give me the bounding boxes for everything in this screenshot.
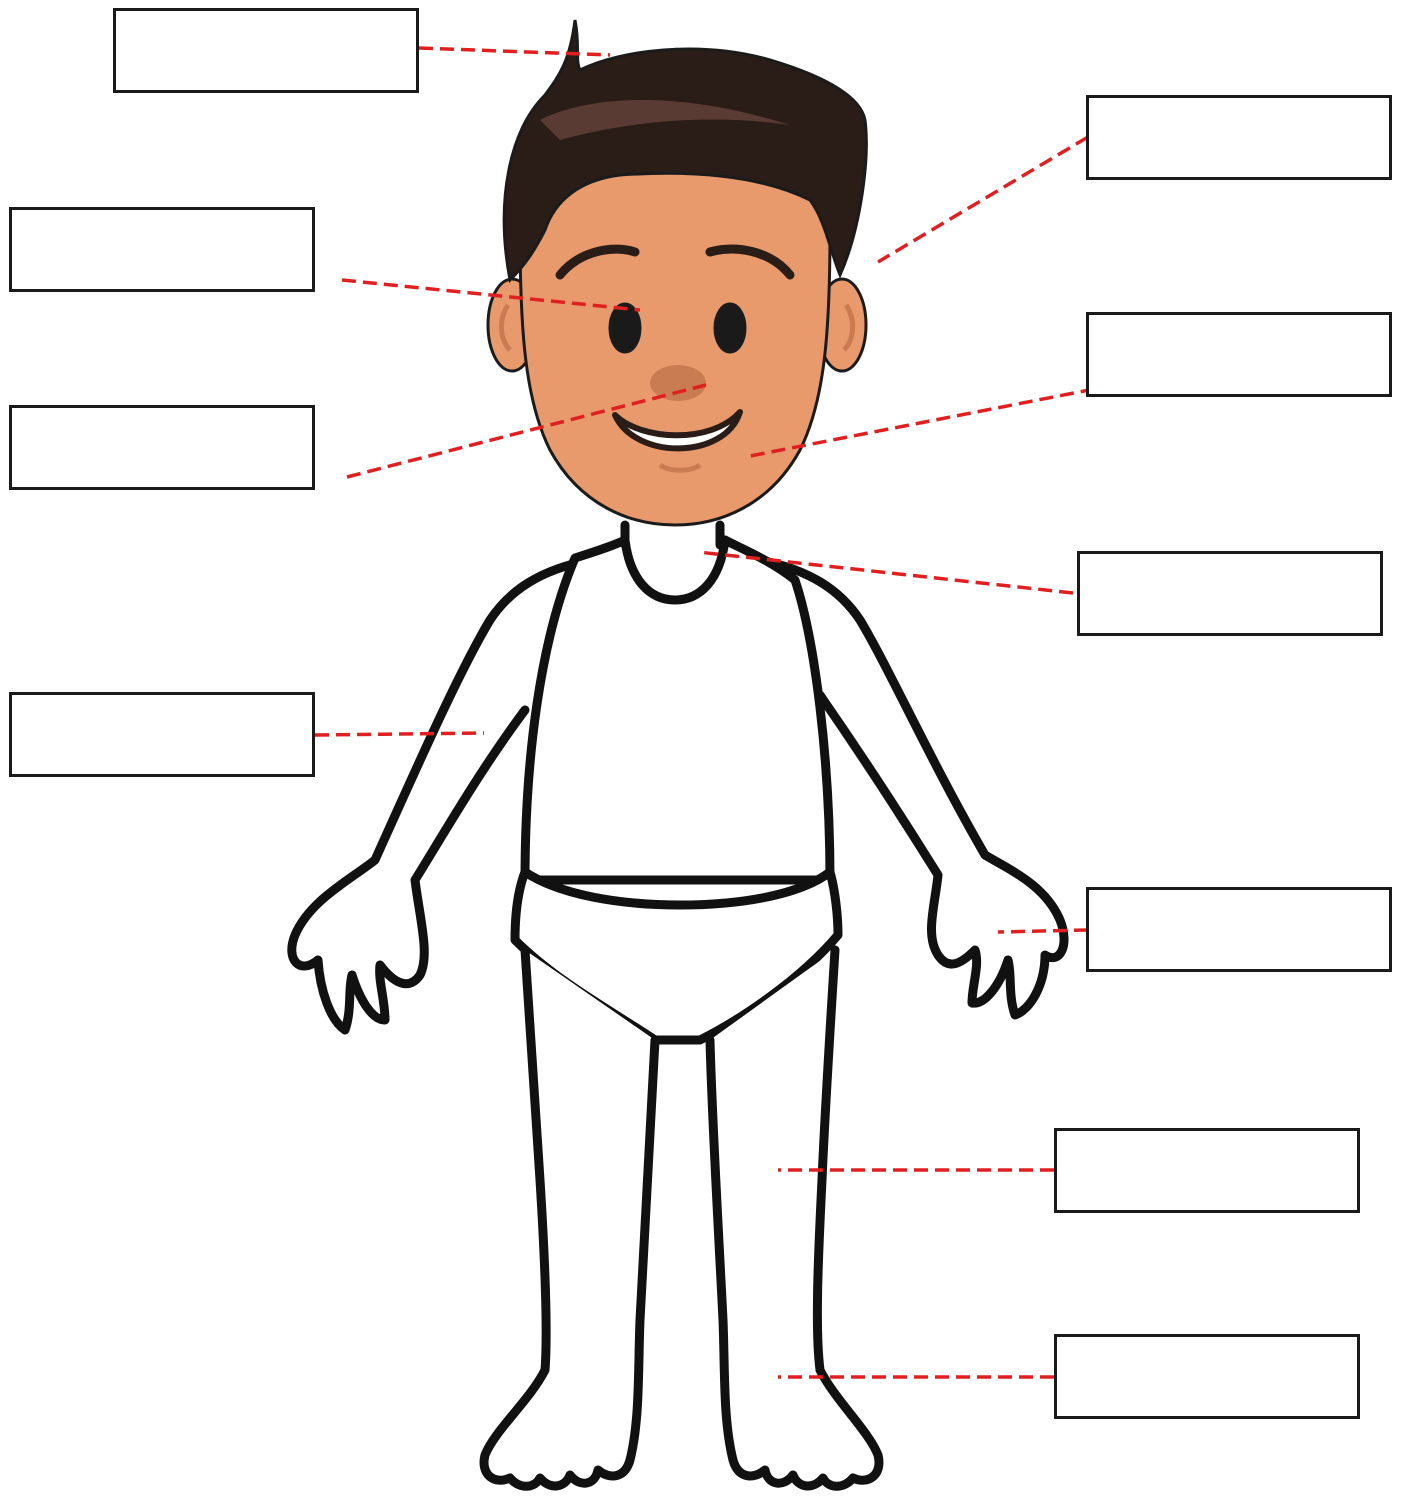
label-box-ear[interactable] <box>1086 95 1392 180</box>
label-box-foot[interactable] <box>1054 1334 1360 1419</box>
leader-line-hand <box>998 930 1088 932</box>
label-box-arm[interactable] <box>9 692 315 777</box>
torso-outline <box>525 540 830 880</box>
label-box-hand[interactable] <box>1086 887 1392 972</box>
right-leg-outline <box>710 950 879 1486</box>
label-box-nose[interactable] <box>9 405 315 490</box>
label-box-leg[interactable] <box>1054 1128 1360 1213</box>
label-box-eye[interactable] <box>9 207 315 292</box>
label-box-neck[interactable] <box>1077 551 1383 636</box>
head <box>488 20 866 525</box>
leader-line-hair <box>419 48 610 55</box>
label-box-hair[interactable] <box>113 8 419 93</box>
leader-line-ear <box>878 137 1088 262</box>
label-box-mouth[interactable] <box>1086 312 1392 397</box>
right-eye <box>715 304 745 352</box>
left-leg-outline <box>484 950 655 1486</box>
